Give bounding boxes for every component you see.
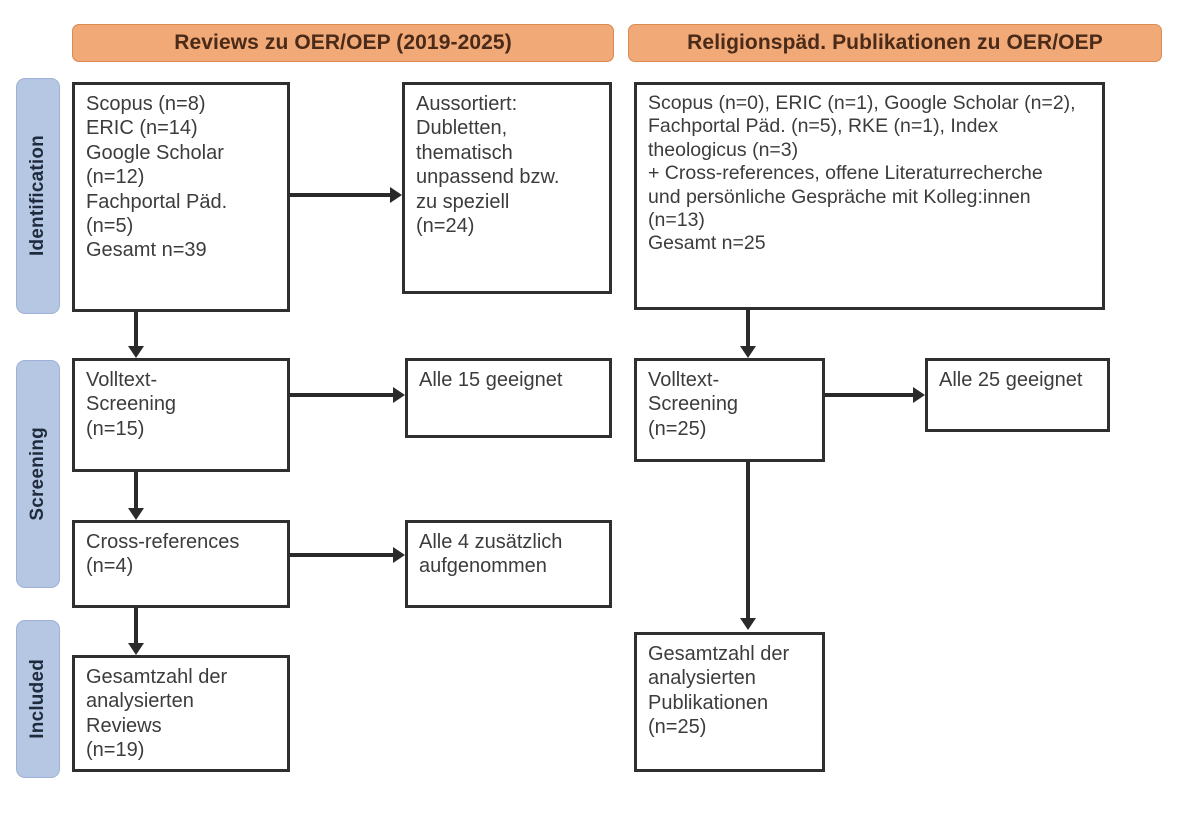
box-line: ERIC (n=14) — [86, 117, 198, 140]
column-header-left-label: Reviews zu OER/OEP (2019-2025) — [174, 31, 512, 54]
box-line: theologicus (n=3) — [648, 138, 799, 161]
box-line: Volltext- — [648, 369, 720, 391]
arrowhead-left-crossrefs-to-included — [128, 643, 144, 655]
connector-left-screening-to-crossrefs — [134, 472, 138, 508]
stage-bar-screening: Screening — [16, 360, 60, 588]
box-left-excluded: Aussortiert: Dubletten, thematisch unpas… — [402, 82, 612, 294]
stage-bar-identification: Identification — [16, 78, 60, 314]
box-line: (n=19) — [86, 739, 145, 762]
box-line: Cross-references — [86, 531, 240, 553]
connector-left-crossrefs-to-included — [134, 608, 138, 643]
connector-right-screening-to-included — [746, 462, 750, 618]
box-line: unpassend bzw. — [416, 166, 560, 189]
box-line: und persönliche Gespräche mit Kolleg:inn… — [648, 185, 1031, 208]
box-line: (n=12) — [86, 166, 145, 189]
box-line: Alle 15 geeignet — [419, 369, 563, 391]
box-line: (n=5) — [86, 214, 134, 237]
connector-left-screening-to-result — [290, 393, 393, 397]
box-line: Scopus (n=8) — [86, 93, 206, 115]
box-right-identification: Scopus (n=0), ERIC (n=1), Google Scholar… — [634, 82, 1105, 310]
box-line: Reviews — [86, 714, 162, 737]
stage-bar-included: Included — [16, 620, 60, 778]
box-right-screening-result: Alle 25 geeignet — [925, 358, 1110, 432]
box-line: analysierten — [86, 690, 194, 713]
box-line: Aussortiert: — [416, 93, 518, 115]
box-line: (n=25) — [648, 716, 707, 739]
box-line: Fachportal Päd. (n=5), RKE (n=1), Index — [648, 115, 999, 138]
box-line: (n=24) — [416, 214, 475, 237]
arrowhead-right-screening-to-included — [740, 618, 756, 630]
box-line: (n=4) — [86, 555, 134, 578]
box-line: Volltext- — [86, 369, 158, 391]
box-line: Gesamt n=25 — [648, 232, 766, 255]
connector-left-identification-to-screening — [134, 312, 138, 346]
connector-right-screening-to-result — [825, 393, 913, 397]
stage-label-included: Included — [27, 659, 48, 739]
box-line: Google Scholar — [86, 141, 224, 164]
connector-left-identification-to-excluded — [290, 193, 390, 197]
box-line: analysierten — [648, 667, 756, 690]
box-line: + Cross-references, offene Literaturrech… — [648, 162, 1043, 185]
box-line: Gesamtzahl der — [648, 643, 790, 665]
box-line: (n=13) — [648, 208, 705, 231]
column-header-right: Religionspäd. Publikationen zu OER/OEP — [628, 24, 1162, 62]
box-right-included: Gesamtzahl der analysierten Publikatione… — [634, 632, 825, 772]
box-line: Gesamtzahl der — [86, 666, 228, 688]
box-left-screening: Volltext- Screening (n=15) — [72, 358, 290, 472]
box-left-crossrefs-result: Alle 4 zusätzlich aufgenommen — [405, 520, 612, 608]
box-line: Screening — [86, 393, 177, 416]
arrowhead-left-screening-to-crossrefs — [128, 508, 144, 520]
arrowhead-left-screening-to-result — [393, 387, 405, 403]
stage-label-identification: Identification — [27, 135, 48, 257]
box-left-included: Gesamtzahl der analysierten Reviews (n=1… — [72, 655, 290, 772]
box-line: Gesamt n=39 — [86, 239, 207, 262]
box-line: Screening — [648, 393, 739, 416]
connector-right-identification-to-screening — [746, 310, 750, 346]
box-line: thematisch — [416, 141, 513, 164]
box-left-screening-result: Alle 15 geeignet — [405, 358, 612, 438]
connector-left-crossrefs-to-result — [290, 553, 393, 557]
arrowhead-right-screening-to-result — [913, 387, 925, 403]
box-right-screening: Volltext- Screening (n=25) — [634, 358, 825, 462]
box-left-identification: Scopus (n=8) ERIC (n=14) Google Scholar … — [72, 82, 290, 312]
box-line: Publikationen — [648, 691, 769, 714]
column-header-right-label: Religionspäd. Publikationen zu OER/OEP — [687, 31, 1103, 54]
box-line: zu speziell — [416, 190, 510, 213]
box-line: (n=15) — [86, 417, 145, 440]
arrowhead-left-crossrefs-to-result — [393, 547, 405, 563]
arrowhead-left-identification-to-screening — [128, 346, 144, 358]
box-line: Alle 4 zusätzlich — [419, 531, 563, 553]
box-line: aufgenommen — [419, 555, 547, 578]
box-left-crossrefs: Cross-references (n=4) — [72, 520, 290, 608]
box-line: (n=25) — [648, 417, 707, 440]
column-header-left: Reviews zu OER/OEP (2019-2025) — [72, 24, 614, 62]
arrowhead-left-identification-to-excluded — [390, 187, 402, 203]
box-line: Dubletten, — [416, 117, 508, 140]
stage-label-screening: Screening — [27, 427, 48, 521]
box-line: Alle 25 geeignet — [939, 369, 1083, 391]
box-line: Scopus (n=0), ERIC (n=1), Google Scholar… — [648, 92, 1076, 114]
arrowhead-right-identification-to-screening — [740, 346, 756, 358]
box-line: Fachportal Päd. — [86, 190, 228, 213]
